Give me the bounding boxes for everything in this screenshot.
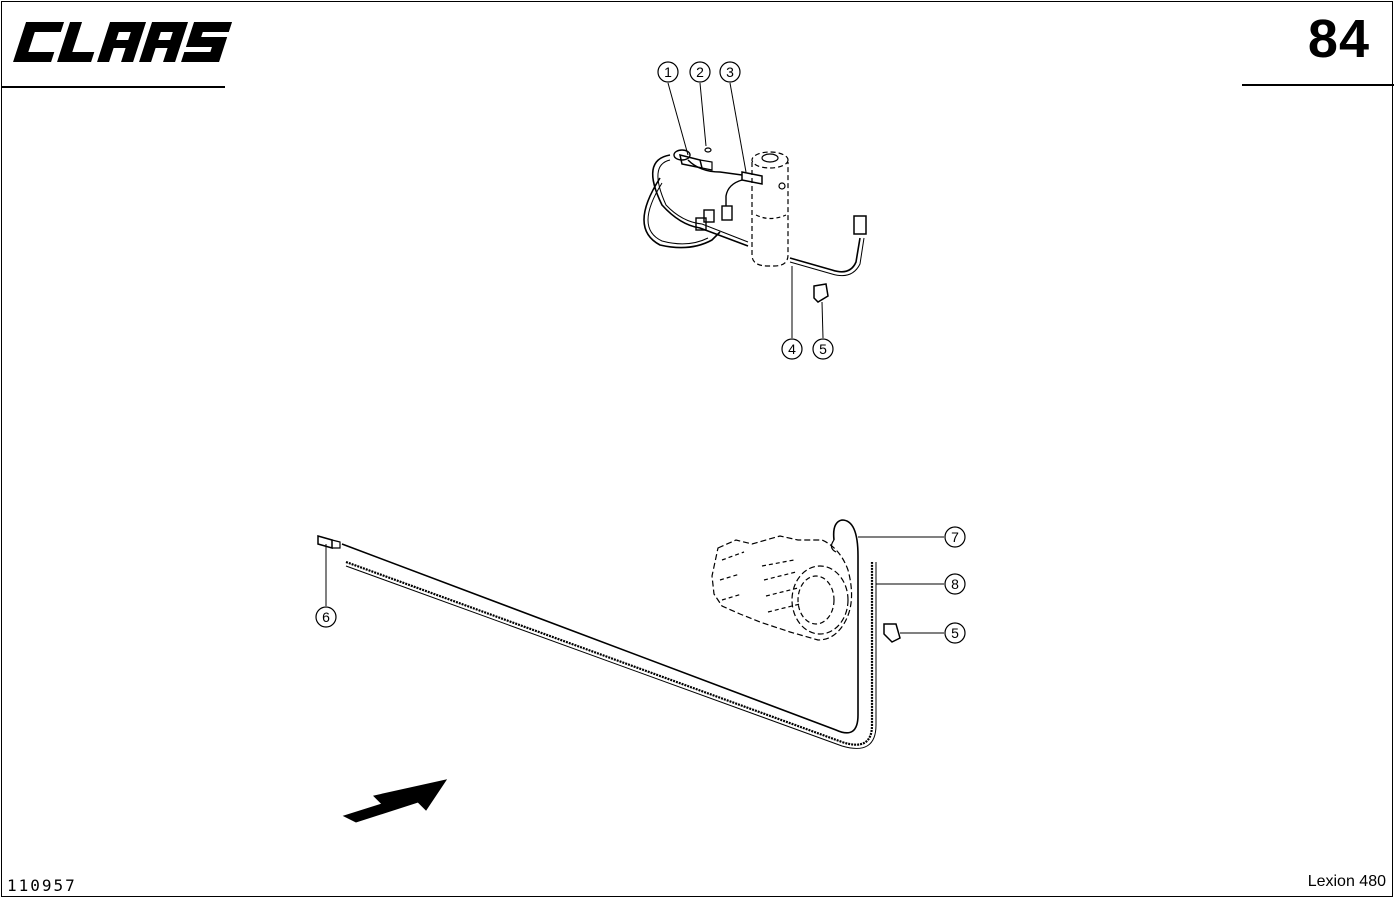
callout-label: 6 (322, 609, 330, 625)
callout-6: 6 (315, 606, 337, 628)
callout-label: 3 (726, 64, 734, 80)
leader-lines (325, 82, 944, 634)
header-rule-right (1242, 84, 1394, 86)
callout-label: 4 (788, 341, 796, 357)
callout-label: 8 (951, 576, 959, 592)
model-name: Lexion 480 (1307, 873, 1386, 890)
callout-4: 4 (781, 338, 803, 360)
callout-3: 3 (719, 61, 741, 83)
callout-7: 7 (944, 526, 966, 548)
callout-label: 7 (951, 529, 959, 545)
claas-logo (13, 22, 233, 62)
callout-1: 1 (657, 61, 679, 83)
callout-label: 1 (664, 64, 672, 80)
callout-8: 8 (944, 573, 966, 595)
compressor-line-assembly (317, 519, 901, 749)
page-number: 84 (1307, 9, 1370, 69)
direction-arrow (342, 779, 448, 823)
callout-label: 5 (819, 341, 827, 357)
receiver-dryer-assembly (643, 147, 867, 303)
callout-5-upper: 5 (812, 338, 834, 360)
header-rule-left (1, 86, 225, 88)
drawing-id: 110957 (7, 876, 77, 895)
callout-5-lower: 5 (944, 622, 966, 644)
callout-label: 5 (951, 625, 959, 641)
callout-2: 2 (689, 61, 711, 83)
callout-label: 2 (696, 64, 704, 80)
